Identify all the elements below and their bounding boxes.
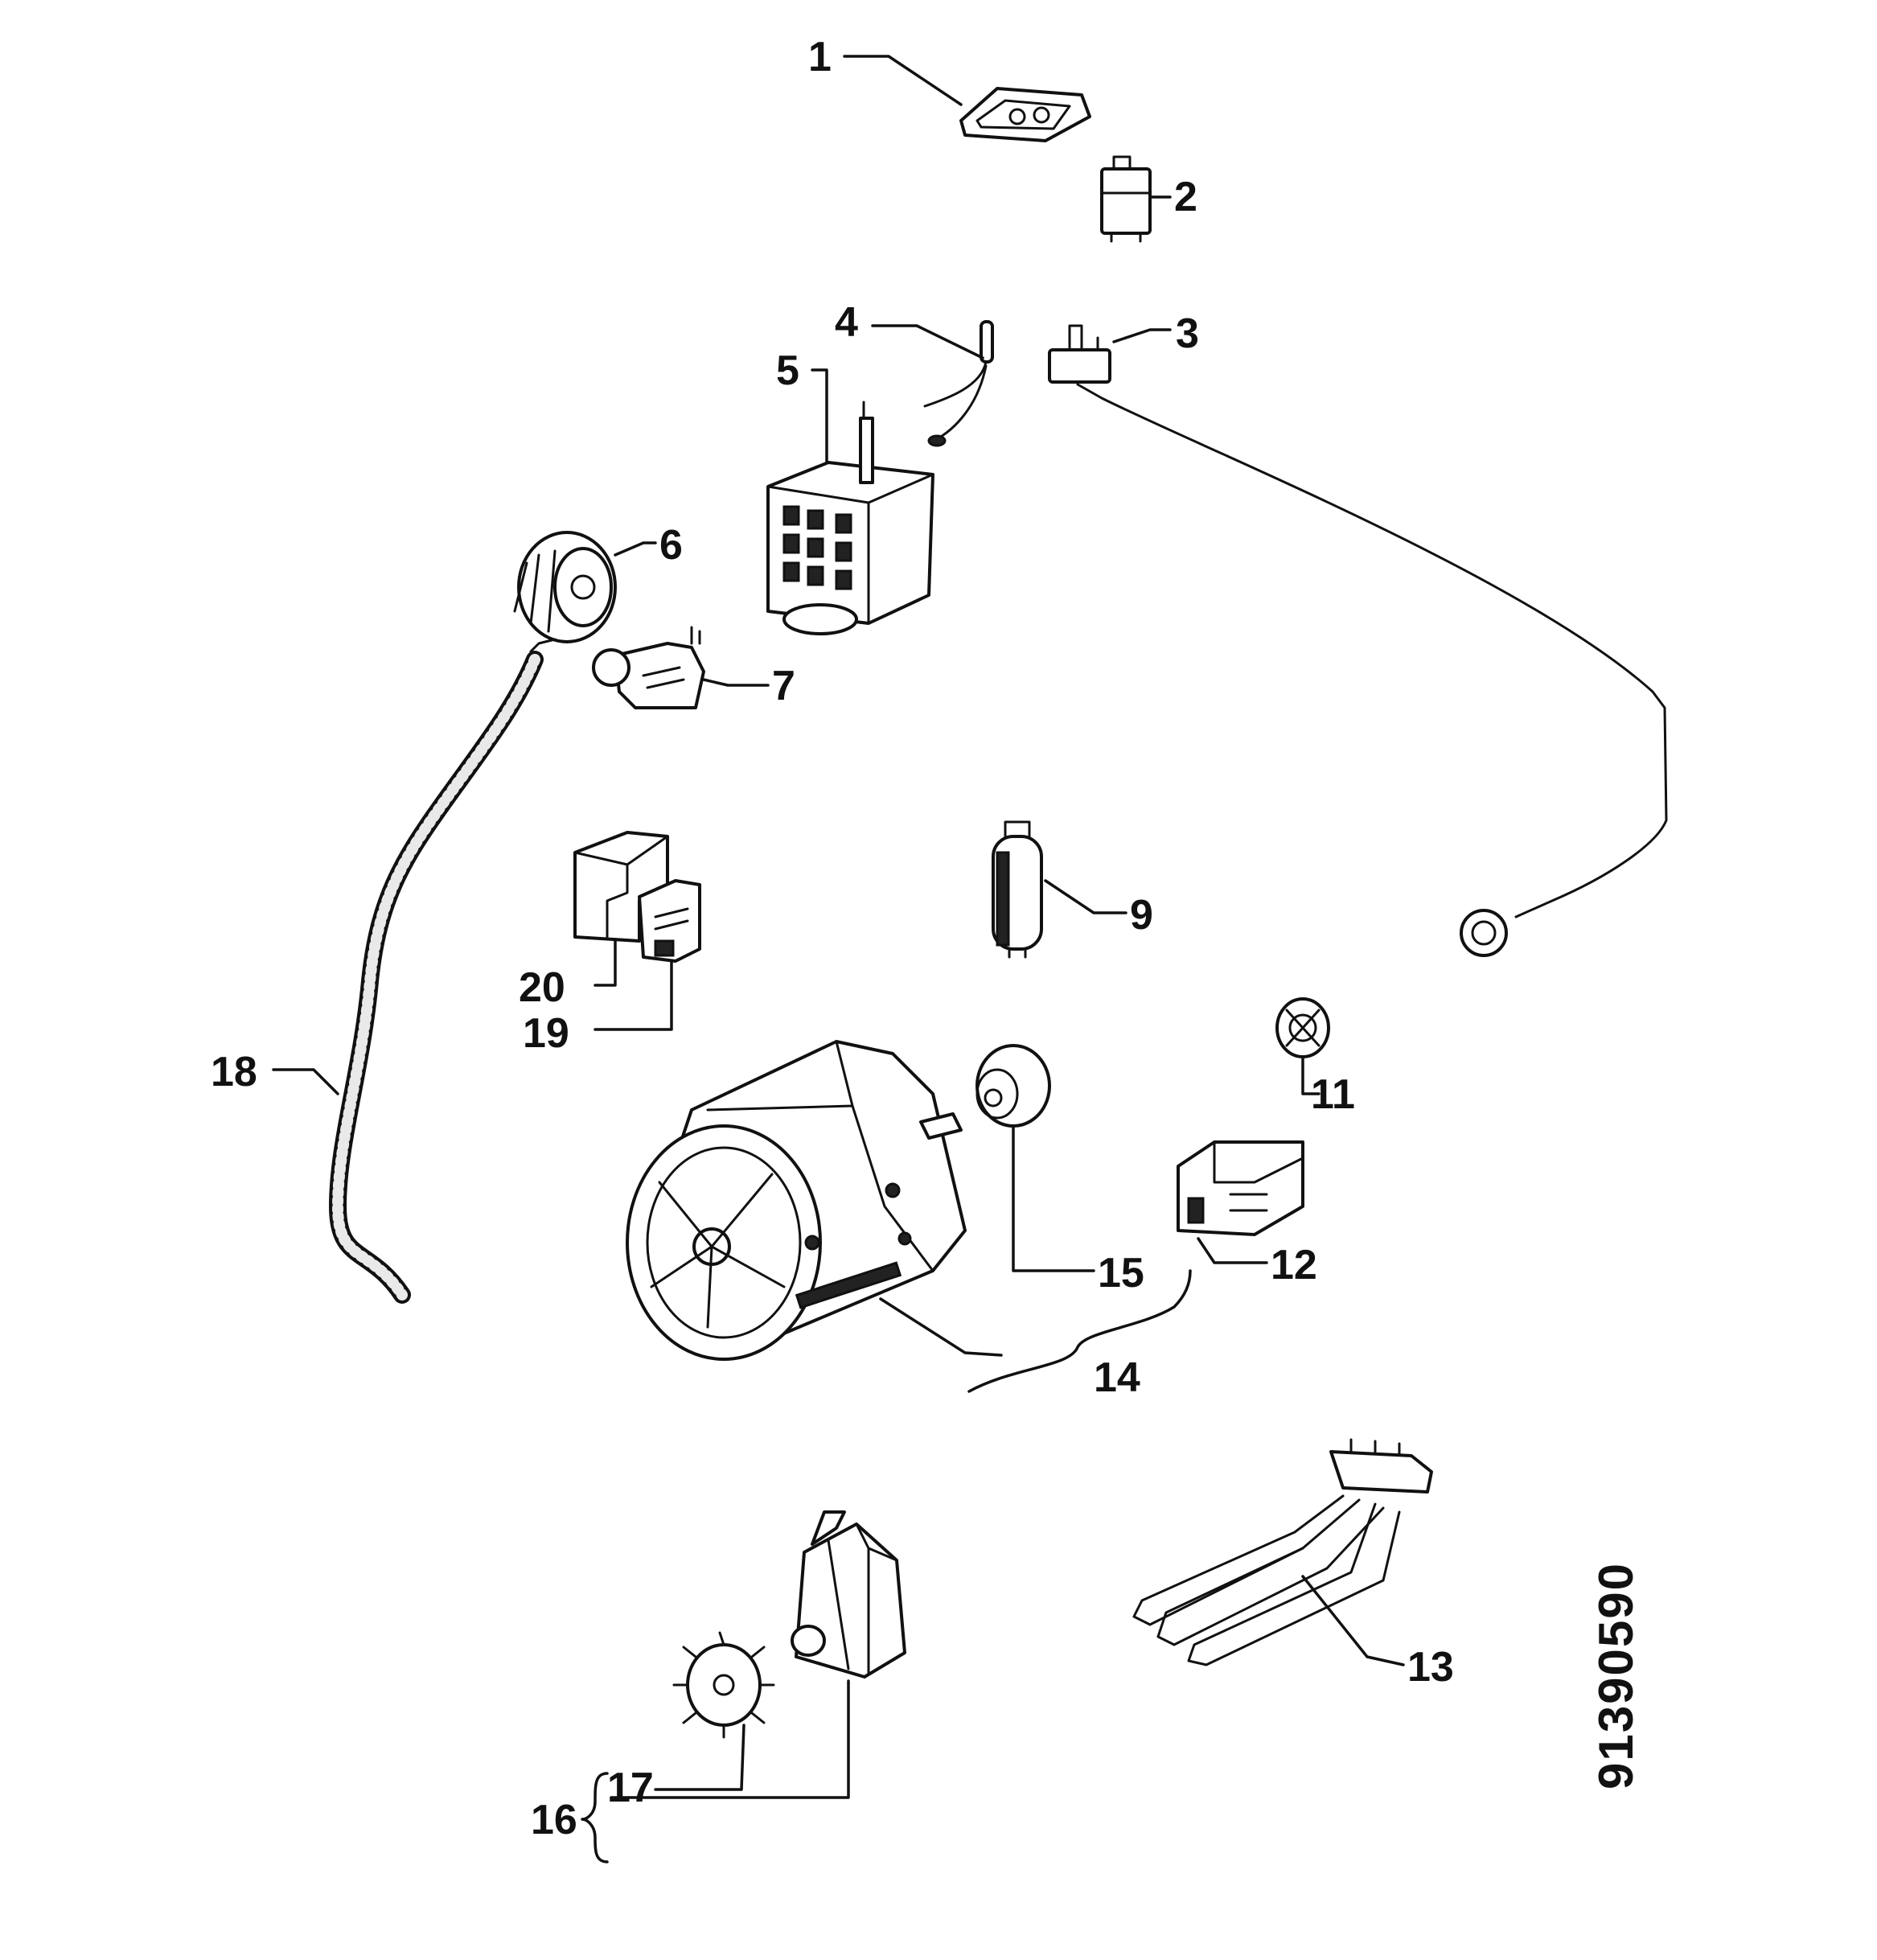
part-3-thermostat [1048, 324, 1668, 957]
callout-4: 4 [835, 299, 858, 346]
leader-7 [702, 678, 770, 687]
part-1-panel-cover [959, 87, 1091, 142]
callout-14: 14 [1094, 1354, 1140, 1401]
leader-16-arm [610, 1679, 850, 1799]
callout-16: 16 [531, 1797, 577, 1843]
callout-9: 9 [1130, 892, 1153, 939]
drawing-code: 91390590 [1589, 1562, 1643, 1789]
leader-5 [811, 368, 828, 464]
callout-12: 12 [1271, 1242, 1317, 1288]
callout-2: 2 [1174, 174, 1197, 220]
leader-9 [1044, 879, 1127, 914]
part-18-hose [329, 651, 544, 1304]
part-12-brush-holder [1177, 1140, 1304, 1236]
leader-3 [1112, 328, 1172, 343]
callout-17: 17 [607, 1765, 654, 1811]
leader-1 [843, 55, 963, 106]
part-15-pulley [975, 1044, 1051, 1128]
part-11-nut [1275, 997, 1330, 1058]
callout-3: 3 [1176, 310, 1199, 357]
callout-19: 19 [523, 1010, 569, 1057]
leader-12 [1197, 1237, 1268, 1264]
part-14-motor [626, 1040, 967, 1361]
leader-4 [871, 324, 984, 360]
callout-11: 11 [1311, 1071, 1355, 1118]
part-13-heater [1132, 1438, 1433, 1666]
part-6-pump [513, 531, 617, 653]
part-5-timer [766, 401, 934, 635]
callout-5: 5 [776, 347, 799, 394]
callout-6: 6 [659, 522, 683, 569]
part-9-capacitor [992, 820, 1043, 959]
part-16-pump-assembly [791, 1510, 906, 1679]
part-19-filter [638, 879, 701, 963]
leader-19 [593, 959, 673, 1031]
part-7-valve [592, 626, 705, 709]
part-4-sensor-wire [923, 320, 994, 447]
callout-15: 15 [1098, 1250, 1144, 1296]
part-2-switch [1100, 155, 1152, 243]
leader-18 [272, 1068, 339, 1095]
callout-18: 18 [211, 1049, 257, 1095]
leader-13 [1301, 1575, 1405, 1666]
leader-20 [593, 939, 617, 987]
leader-14-arm [879, 1297, 1003, 1357]
part-17-impeller [672, 1631, 775, 1739]
bracket-16 [581, 1772, 609, 1863]
callout-1: 1 [808, 34, 832, 80]
bracket-14 [967, 1269, 1192, 1393]
leader-17 [654, 1724, 745, 1791]
timer-contacts [782, 505, 852, 590]
callout-13: 13 [1407, 1644, 1454, 1691]
leader-6 [614, 541, 657, 557]
callout-20: 20 [519, 964, 565, 1011]
leader-11 [1301, 1056, 1320, 1095]
leader-15 [1012, 1124, 1095, 1272]
callout-7: 7 [772, 663, 795, 709]
